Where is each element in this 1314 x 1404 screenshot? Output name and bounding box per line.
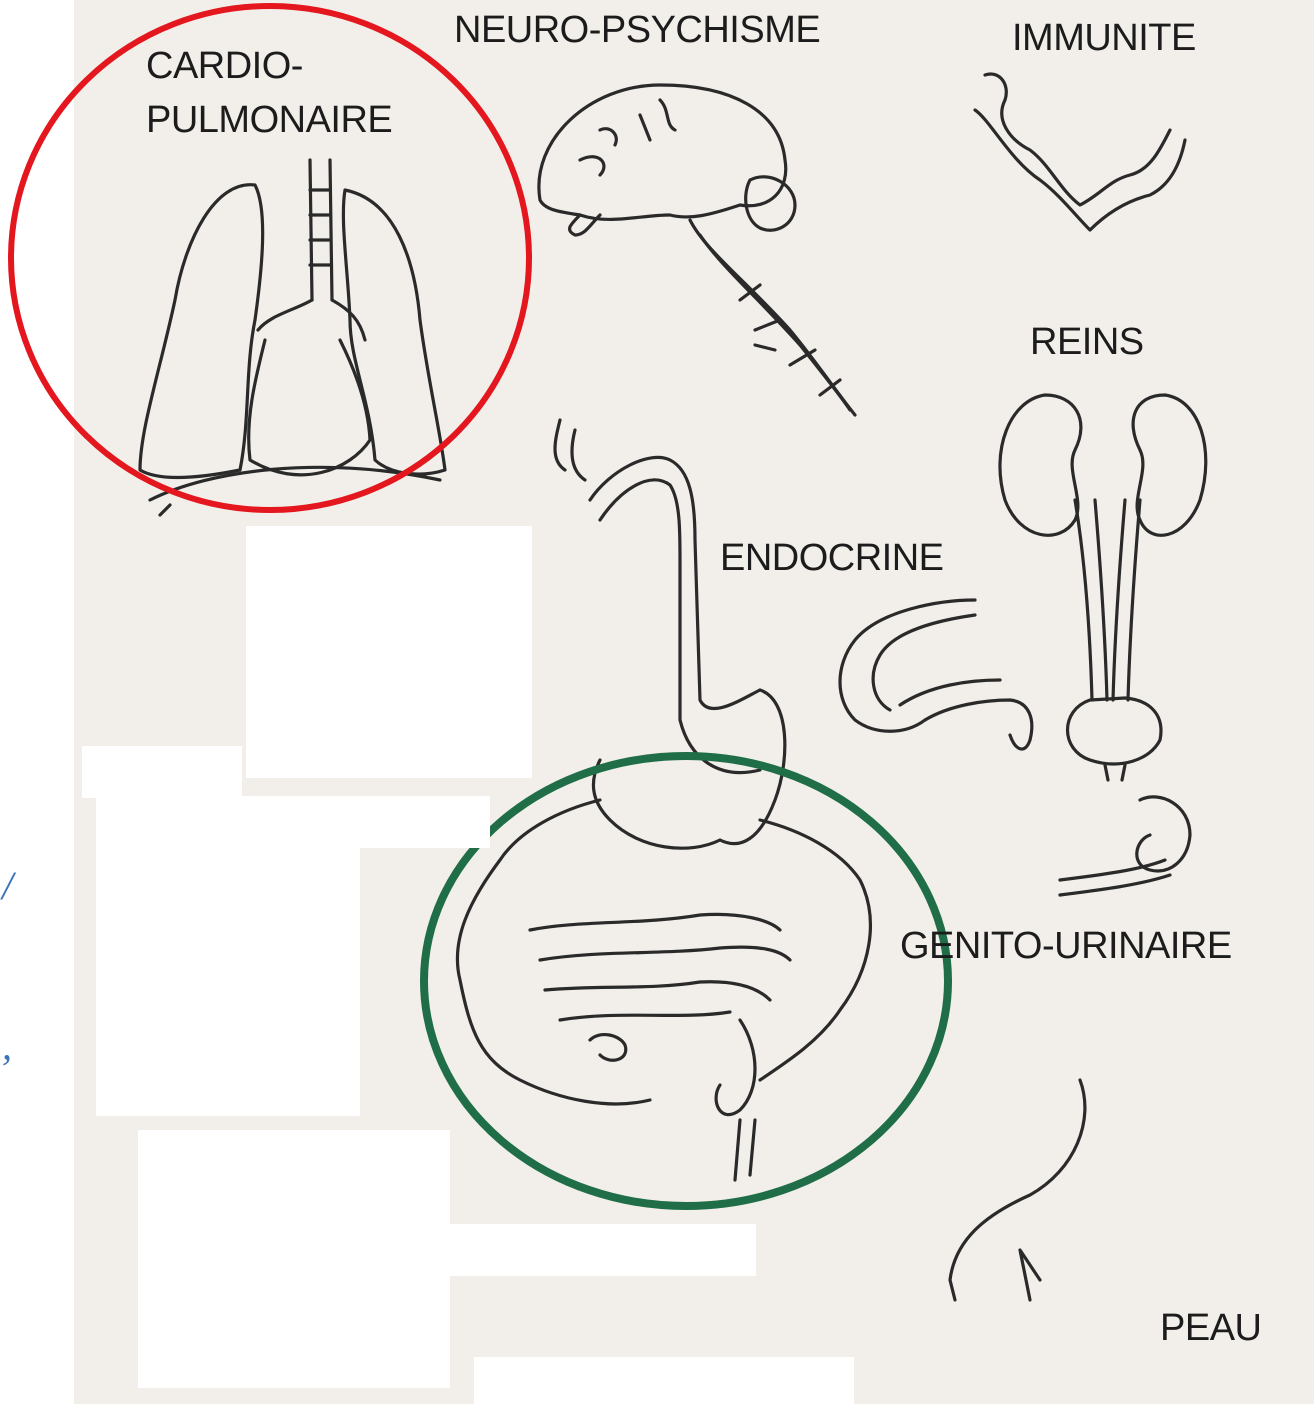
mask-block (96, 796, 490, 848)
skin-drawing (950, 1080, 1085, 1300)
kidneys-drawing (1000, 395, 1206, 895)
peau-label: PEAU (1160, 1306, 1261, 1350)
neuro-label: NEURO-PSYCHISME (454, 8, 820, 52)
mask-block (138, 1276, 450, 1388)
pancreas-drawing (840, 600, 1032, 749)
mask-block (96, 846, 360, 1116)
reins-label: REINS (1030, 320, 1144, 364)
mask-block (474, 1357, 854, 1404)
digestive-highlight-circle (424, 756, 948, 1206)
endocrine-label: ENDOCRINE (720, 536, 944, 580)
margin-mark-slash: / (2, 866, 13, 906)
mask-block (82, 746, 242, 798)
margin-mark-comma: , (2, 1026, 12, 1066)
cardio-label-line2: PULMONAIRE (146, 98, 392, 142)
thymus-drawing (975, 74, 1185, 230)
genito-label: GENITO-URINAIRE (900, 924, 1232, 968)
brain-drawing (539, 85, 855, 415)
mask-block (246, 526, 532, 778)
mask-block (138, 1224, 756, 1276)
lungs-drawing (140, 160, 445, 515)
immunite-label: IMMUNITE (1012, 16, 1196, 60)
cardio-label-line1: CARDIO- (146, 44, 303, 88)
